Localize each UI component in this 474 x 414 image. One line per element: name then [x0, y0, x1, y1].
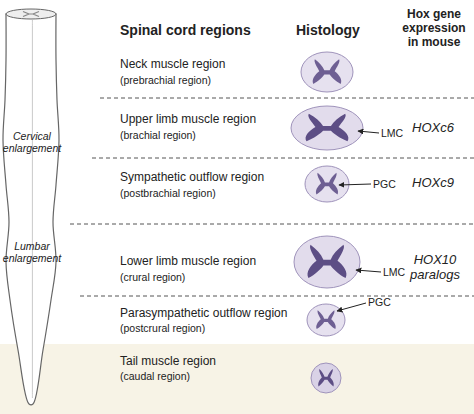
leader-arrow: [337, 303, 366, 311]
region-name: Sympathetic outflow region: [120, 171, 264, 185]
leader-arrows: [337, 131, 381, 311]
histology-section: [294, 236, 360, 288]
leader-arrow: [356, 270, 381, 272]
region-name: Upper limb muscle region: [120, 113, 256, 127]
cell-group-label: PGC: [373, 178, 396, 190]
column-header: Histology: [296, 22, 360, 38]
region-subtitle: (postbrachial region): [120, 187, 216, 199]
hox-gene: HOX10 paralogs: [402, 253, 468, 283]
region-name: Lower limb muscle region: [120, 255, 256, 269]
row-divider: [92, 158, 474, 159]
row-divider: [70, 224, 474, 225]
leader-arrow: [358, 131, 379, 133]
enlargement-label: Lumbar enlargement: [0, 240, 68, 264]
cell-group-label: LMC: [383, 266, 405, 278]
region-subtitle: (postcrural region): [120, 322, 205, 334]
column-header: Spinal cord regions: [120, 22, 251, 38]
region-name: Neck muscle region: [120, 58, 225, 72]
region-subtitle: (caudal region): [120, 370, 190, 382]
column-header: Hox gene expression in mouse: [396, 8, 472, 49]
spinal-cord-outline: Cervical enlargementLumbar enlargement: [0, 0, 64, 414]
region-band: Tail muscle region(caudal region): [0, 344, 474, 414]
row-divider: [100, 98, 474, 99]
region-subtitle: (crural region): [120, 271, 185, 283]
row-divider: [80, 296, 474, 297]
hox-gene: HOXc6: [412, 121, 454, 136]
histology-sections: [291, 52, 363, 393]
row-dividers: [70, 98, 474, 296]
region-subtitle: (brachial region): [120, 129, 196, 141]
cell-group-label: LMC: [381, 127, 403, 139]
enlargement-label: Cervical enlargement: [0, 130, 68, 154]
region-name: Parasympathetic outflow region: [120, 307, 287, 321]
histology-section: [291, 106, 363, 150]
central-canal: [32, 20, 33, 398]
histology-section: [301, 52, 353, 92]
region-subtitle: (prebrachial region): [120, 74, 211, 86]
hox-gene: HOXc9: [412, 176, 454, 191]
histology-section: [307, 304, 345, 336]
histology-section: [305, 166, 349, 202]
spinal-cord-shape: [0, 0, 64, 414]
cord-cap: [6, 9, 56, 19]
leader-arrow: [339, 184, 371, 185]
region-name: Tail muscle region: [120, 355, 216, 369]
cell-group-label: PGC: [368, 296, 391, 308]
cap-gray-matter: [23, 12, 39, 17]
